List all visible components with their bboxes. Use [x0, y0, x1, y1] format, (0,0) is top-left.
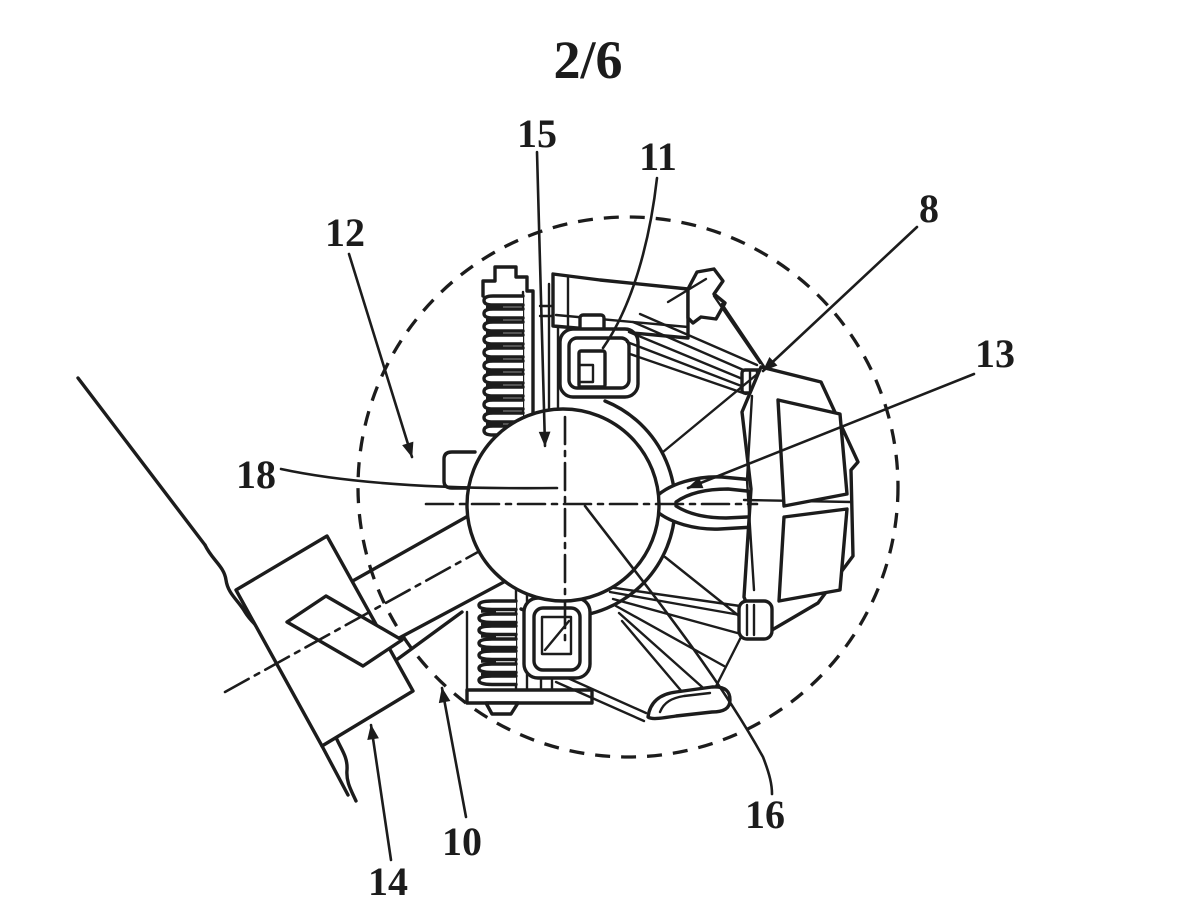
- leader-18: [279, 467, 559, 490]
- leader-8: [761, 225, 919, 373]
- shaft-lower-edge-2: [393, 610, 464, 663]
- shaft-end-edge: [76, 376, 207, 547]
- lower-hook: [646, 685, 732, 721]
- upper-connector-assembly: [551, 267, 727, 399]
- leader-12: [347, 252, 414, 459]
- flag-crease: [666, 277, 708, 304]
- ref-label-14: 14: [368, 859, 408, 900]
- leader-11: [601, 176, 659, 350]
- ref-label-10: 10: [442, 819, 482, 864]
- leader-16: [583, 504, 774, 796]
- shaft-centerline: [223, 535, 507, 694]
- ref-label-18: 18: [236, 452, 276, 497]
- lower-housing-core: [540, 615, 573, 656]
- ref-label-8: 8: [919, 186, 939, 231]
- upper-arm-lines: [625, 312, 759, 396]
- ref-label-11: 11: [639, 134, 677, 179]
- page-indicator: 2/6: [553, 30, 622, 90]
- lower-arm-pad-ribs: [745, 603, 756, 637]
- lower-fin-stack: [477, 599, 518, 687]
- collar-bottom-edge: [320, 744, 350, 797]
- leader-15: [535, 150, 551, 448]
- bearing-circle-group: [424, 407, 759, 646]
- flag-bracket: [686, 267, 727, 325]
- lower-arm-lines: [606, 585, 743, 715]
- lower-arm-pad: [737, 599, 774, 641]
- shaft-collar-inner-plate: [285, 594, 404, 668]
- leader-13: [686, 372, 976, 490]
- leader-14: [367, 723, 393, 862]
- reference-labels: 2/6 15 11 12 8 13 18 16 10 14: [236, 30, 1015, 900]
- column-top-cap: [481, 265, 535, 416]
- lower-hook-inner: [658, 691, 712, 714]
- column-base-foot: [484, 701, 520, 716]
- lower-fin-gaps: [481, 610, 496, 676]
- column-base-plate: [465, 688, 594, 705]
- ref-label-15: 15: [517, 111, 557, 156]
- ref-label-13: 13: [975, 331, 1015, 376]
- finned-column: [442, 265, 594, 716]
- upper-fin-stack: [482, 294, 525, 437]
- hex-bracket: [661, 365, 860, 639]
- lower-connector-assembly: [522, 596, 592, 680]
- upper-arm-straps: [712, 294, 769, 373]
- hex-upper-panel: [776, 398, 849, 508]
- plug-housing-notch: [577, 363, 595, 384]
- ref-label-12: 12: [325, 210, 365, 255]
- leader-10: [438, 686, 468, 819]
- hex-inner-left-line: [745, 394, 756, 592]
- ref-label-16: 16: [745, 792, 785, 837]
- hex-v-line-upper: [661, 369, 763, 454]
- lower-arm: [550, 585, 774, 723]
- leader-lines: [279, 150, 976, 862]
- dashed-boundary-circle: [356, 215, 900, 759]
- hex-lower-panel: [777, 507, 849, 603]
- shaft-assembly: [76, 376, 547, 803]
